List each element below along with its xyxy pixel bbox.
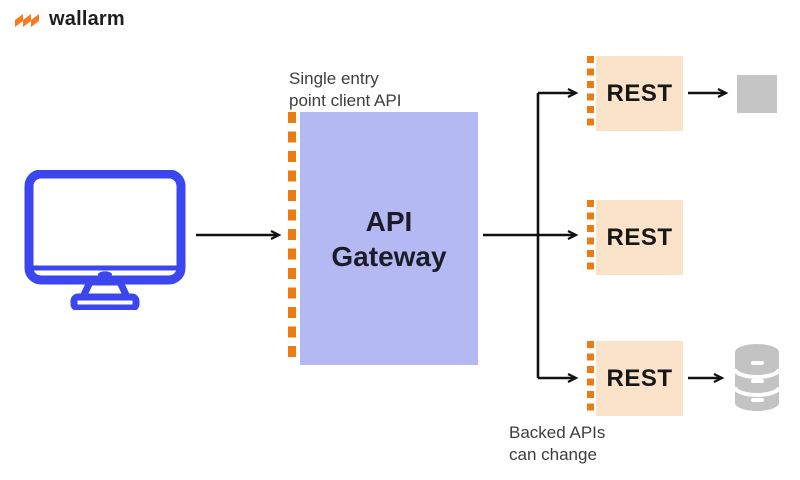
rest-label: REST [606,364,673,392]
wallarm-logo: wallarm [14,8,125,31]
api-gateway-label: API Gateway [331,205,447,272]
rest-dashed-accent [587,200,594,275]
rest-label: REST [606,223,673,251]
wallarm-zigzag-icon [15,13,39,27]
rest-node-middle: REST [596,200,683,275]
service-square [737,75,777,113]
rest-node-top: REST [596,56,683,131]
monitor-icon [24,170,186,310]
rest-node-bottom: REST [596,341,683,416]
gateway-annotation-line: Single entry [289,69,379,88]
backend-note: Backed APIs can change [509,422,605,466]
wallarm-logo-text: wallarm [49,8,125,30]
rest-dashed-accent [587,341,594,416]
api-gateway-node: API Gateway [300,112,478,365]
rest-label: REST [606,79,673,107]
gateway-dashed-accent [288,112,296,365]
database-icon [733,344,781,411]
gateway-annotation: Single entry point client API [289,68,401,112]
rest-dashed-accent [587,56,594,131]
gateway-annotation-line: point client API [289,91,402,111]
backend-note-line: can change [509,445,597,465]
backend-note-line: Backed APIs [509,423,606,442]
